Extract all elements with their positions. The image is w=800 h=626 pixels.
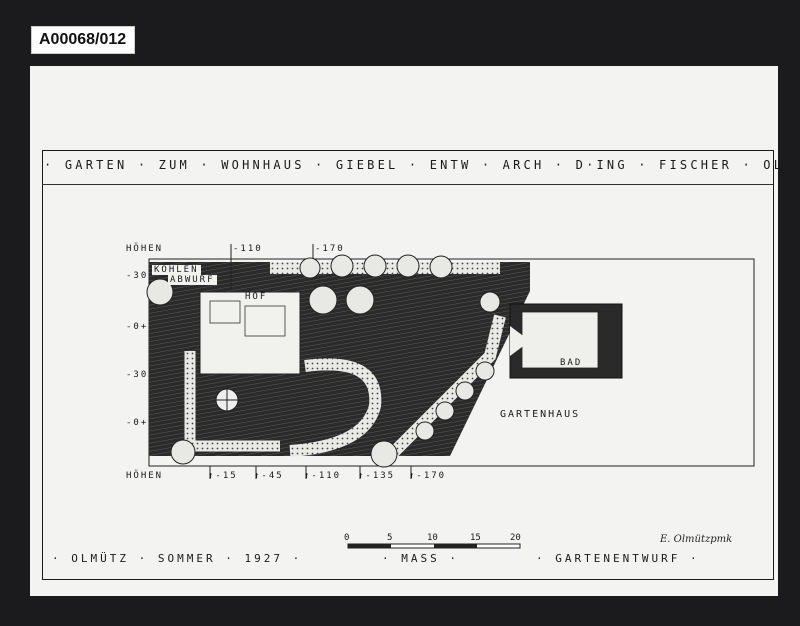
level-bottom-2: ↑-45 <box>254 471 284 481</box>
footer-place-date: · OLMÜTZ · SOMMER · 1927 · <box>52 552 303 565</box>
scale-tick-0: 0 <box>344 533 350 543</box>
scale-tick-10: 10 <box>427 533 438 543</box>
level-bottom-1: ↑-15 <box>208 471 238 481</box>
level-marks <box>209 244 412 479</box>
level-left-2: -0+ <box>126 322 149 332</box>
bath-room <box>521 311 599 369</box>
title-rule <box>42 184 773 185</box>
curved-path <box>289 358 382 457</box>
level-top-2: -170 <box>315 244 345 254</box>
scale-label: · MASS · <box>382 552 459 565</box>
level-top-1: -110 <box>233 244 263 254</box>
level-left-3: -30 <box>126 370 149 380</box>
hoehen-bottom-label: HÖHEN <box>126 471 164 481</box>
scale-tick-20: 20 <box>510 533 521 543</box>
level-left-4: -0+ <box>126 418 149 428</box>
level-bottom-3: ↑-110 <box>304 471 342 481</box>
hof-label: HOF <box>245 292 268 302</box>
drawing-sheet: · GARTEN · ZUM · WOHNHAUS · GIEBEL · ENT… <box>30 66 800 596</box>
trees <box>146 254 501 468</box>
level-bottom-4: ↑-135 <box>358 471 396 481</box>
scale-bar <box>347 543 521 549</box>
drawing-title: · GARTEN · ZUM · WOHNHAUS · GIEBEL · ENT… <box>44 158 800 172</box>
bad-label: BAD <box>560 358 583 368</box>
garden-plan <box>146 244 755 549</box>
drawing-frame <box>42 150 774 580</box>
scale-tick-15: 15 <box>470 533 481 543</box>
scale-tick-5: 5 <box>387 533 393 543</box>
abwurf-label: ABWURF <box>168 275 217 285</box>
archive-id-label: A00068/012 <box>31 26 136 54</box>
gartenhaus-label: GARTENHAUS <box>500 409 581 420</box>
signature: E. Olmützpmk <box>660 534 733 545</box>
level-left-1: -30 <box>126 271 149 281</box>
hoehen-top-label: HÖHEN <box>126 244 164 254</box>
level-bottom-5: ↑-170 <box>409 471 447 481</box>
footer-type: · GARTENENTWURF · <box>536 552 700 565</box>
kohlen-label: KOHLEN <box>152 265 201 275</box>
